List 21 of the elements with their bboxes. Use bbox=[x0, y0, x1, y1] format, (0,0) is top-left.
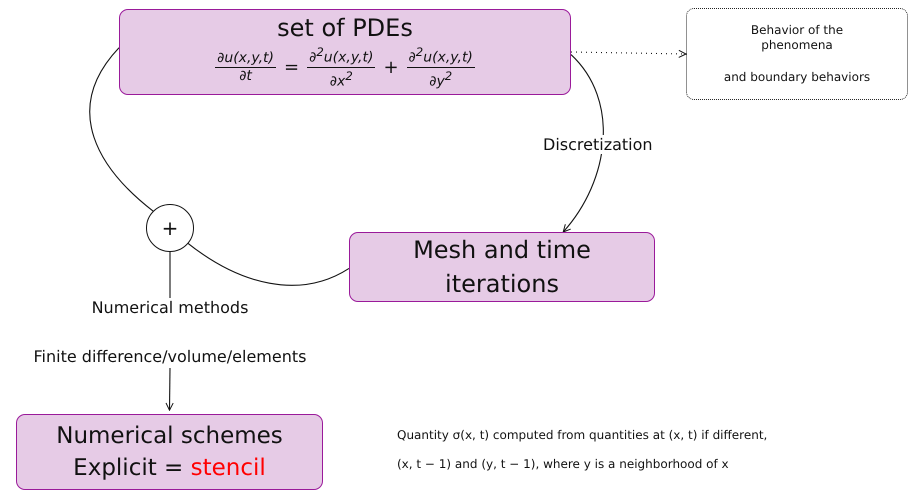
note-text: (x, t − 1) and (y, t − 1), where y is a neighborhood of x bbox=[397, 457, 729, 471]
connector-line bbox=[89, 47, 154, 212]
connector-line bbox=[186, 242, 350, 286]
box-title: Numerical schemes bbox=[56, 422, 283, 451]
highlight-text: stencil bbox=[190, 455, 266, 481]
sum-circle: + bbox=[146, 204, 194, 252]
box-title: set of PDEs bbox=[277, 14, 413, 42]
note-text: and boundary behaviors bbox=[722, 70, 872, 85]
note-text: Quantity σ(x, t) computed from quantities at (x, t) if different, bbox=[397, 428, 768, 442]
arrow bbox=[562, 54, 604, 232]
note-text: Behavior of the phenomena bbox=[750, 23, 844, 54]
method-text: Finite difference/volume/elements bbox=[34, 347, 306, 366]
box-text: Explicit = bbox=[73, 455, 184, 481]
connector-line bbox=[169, 252, 171, 298]
note-box bbox=[686, 8, 908, 100]
process-box bbox=[16, 414, 323, 490]
arrow bbox=[571, 50, 686, 58]
process-box bbox=[119, 9, 571, 95]
arrow bbox=[166, 368, 174, 411]
box-title: Mesh and time iterations bbox=[412, 235, 592, 300]
process-box bbox=[349, 232, 655, 302]
